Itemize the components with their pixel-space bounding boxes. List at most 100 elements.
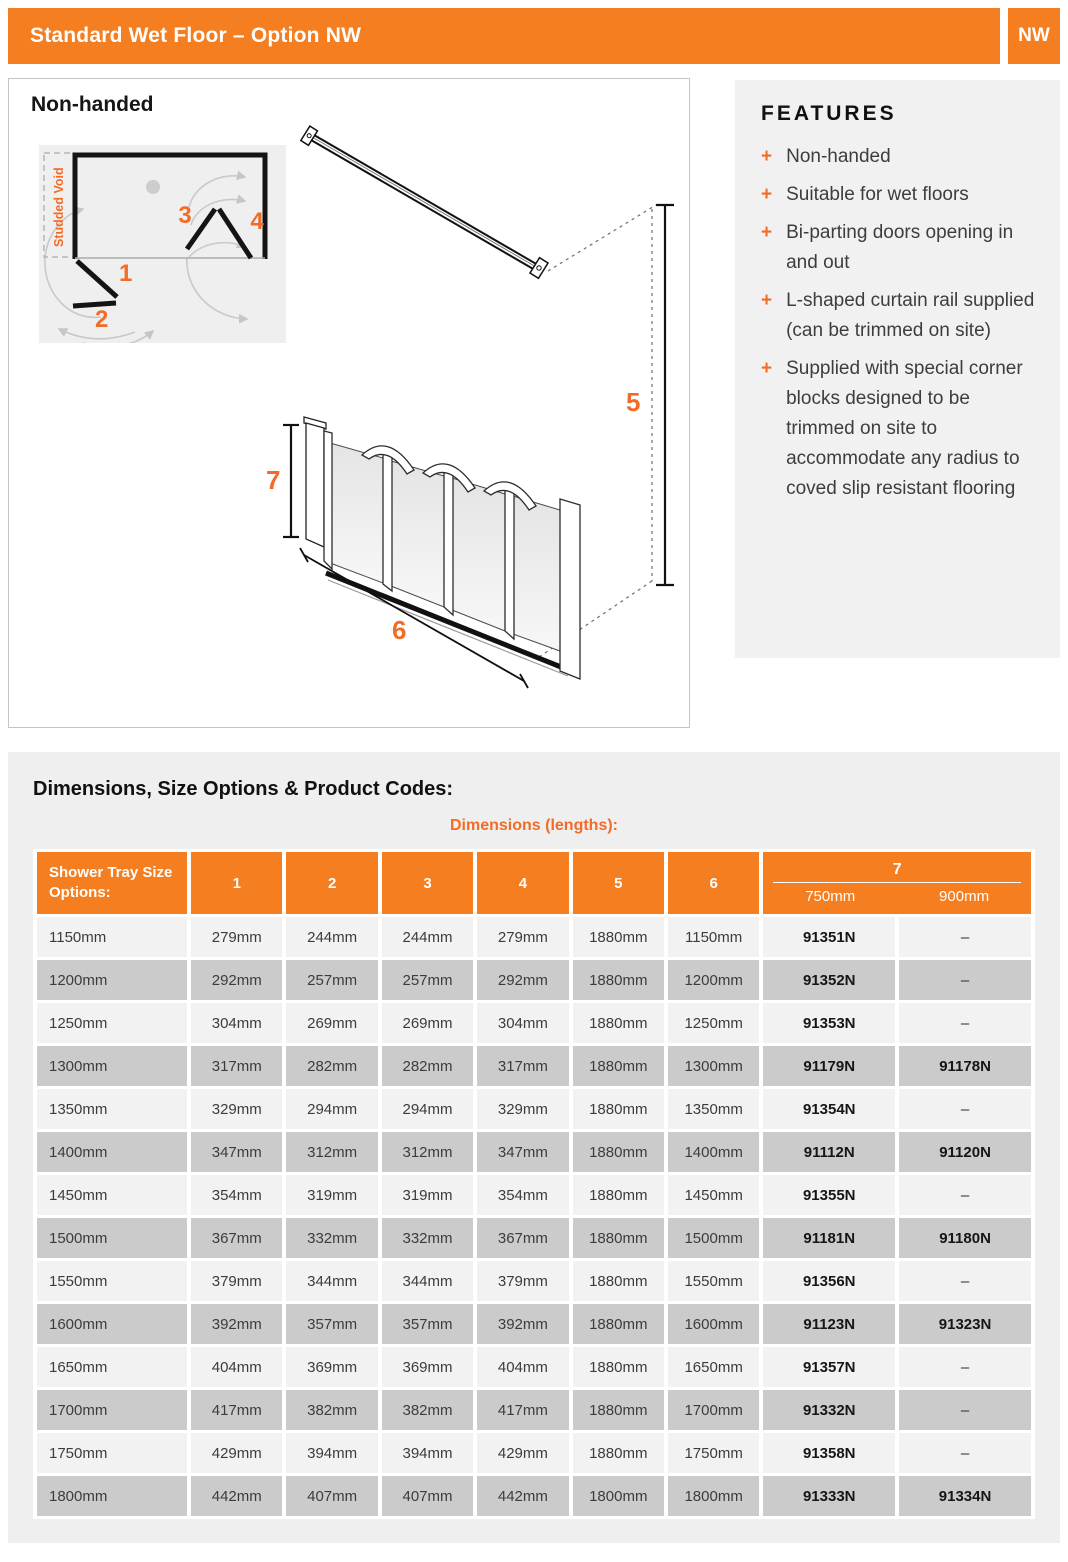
dimension-cell: 394mm <box>286 1433 378 1473</box>
dimension-cell: 332mm <box>286 1218 378 1258</box>
dimension-cell: 282mm <box>381 1046 474 1086</box>
enclosure-walls <box>72 152 268 259</box>
feature-text: Supplied with special corner blocks desi… <box>786 358 1023 500</box>
dimension-cell: 1880mm <box>572 1304 664 1344</box>
dimension-7-line <box>283 423 299 539</box>
dimension-cell: 279mm <box>191 917 283 957</box>
door-panels <box>72 207 254 309</box>
dimension-cell: 367mm <box>191 1218 283 1258</box>
tray-size-cell: 1700mm <box>37 1390 188 1430</box>
product-code-cell: 91357N <box>763 1347 896 1387</box>
dimension-cell: 354mm <box>477 1175 569 1215</box>
tray-column-header: Shower Tray Size Options: <box>37 852 188 914</box>
tray-size-cell: 1200mm <box>37 960 188 1000</box>
dimension-cell: 404mm <box>477 1347 569 1387</box>
dimension-cell: 317mm <box>477 1046 569 1086</box>
dimension-cell: 1880mm <box>572 917 664 957</box>
tray-size-cell: 1500mm <box>37 1218 188 1258</box>
drain-dot <box>146 180 160 194</box>
product-code-cell: 91353N <box>763 1003 896 1043</box>
product-code-cell: 91180N <box>899 1218 1031 1258</box>
dimension-cell: 442mm <box>477 1476 569 1516</box>
dimension-cell: 417mm <box>477 1390 569 1430</box>
dimension-cell: 367mm <box>477 1218 569 1258</box>
dimension-5-line <box>656 203 674 587</box>
feature-item: + Suitable for wet floors <box>761 180 1036 210</box>
projection-lines <box>535 204 657 660</box>
plus-bullet-icon: + <box>761 184 773 206</box>
isometric-svg: 5 7 <box>266 125 674 689</box>
dimension-cell: 257mm <box>381 960 474 1000</box>
dimension-cell: 357mm <box>286 1304 378 1344</box>
dimension-cell: 1880mm <box>572 960 664 1000</box>
dimension-cell: 417mm <box>191 1390 283 1430</box>
product-code-cell: 91351N <box>763 917 896 957</box>
dimension-cell: 304mm <box>191 1003 283 1043</box>
dimension-cell: 1800mm <box>667 1476 760 1516</box>
dimension-cell: 369mm <box>286 1347 378 1387</box>
dimension-cell: 392mm <box>191 1304 283 1344</box>
features-panel: FEATURES + Non-handed + Suitable for wet… <box>735 80 1060 658</box>
product-code-cell: 91352N <box>763 960 896 1000</box>
door2-label: 2 <box>95 306 108 333</box>
dimension-cell: 1250mm <box>667 1003 760 1043</box>
plan-view-svg: Studded Void 1 2 3 4 <box>43 152 268 347</box>
feature-item: + Non-handed <box>761 142 1036 172</box>
plus-bullet-icon: + <box>761 290 773 312</box>
dimension-cell: 344mm <box>286 1261 378 1301</box>
tray-size-cell: 1550mm <box>37 1261 188 1301</box>
plus-bullet-icon: + <box>761 358 773 380</box>
product-code-cell: 91179N <box>763 1046 896 1086</box>
dimension-cell: 1880mm <box>572 1089 664 1129</box>
dimension-cell: 1880mm <box>572 1218 664 1258</box>
dimension-cell: 244mm <box>381 917 474 957</box>
product-code-cell: – <box>899 960 1031 1000</box>
dimension-cell: 292mm <box>477 960 569 1000</box>
dimension-cell: 1880mm <box>572 1175 664 1215</box>
tray-size-cell: 1350mm <box>37 1089 188 1129</box>
page-header-bar: Standard Wet Floor – Option NW <box>8 8 1000 64</box>
product-code-cell: – <box>899 917 1031 957</box>
table-subheading: Dimensions (lengths): <box>449 817 618 834</box>
product-code-cell: – <box>899 1089 1031 1129</box>
feature-item: + Supplied with special corner blocks de… <box>761 354 1036 504</box>
dimension-cell: 1880mm <box>572 1433 664 1473</box>
dimension-cell: 347mm <box>477 1132 569 1172</box>
dimension-cell: 1880mm <box>572 1003 664 1043</box>
dimension-cell: 394mm <box>381 1433 474 1473</box>
tray-size-cell: 1450mm <box>37 1175 188 1215</box>
product-code-cell: 91178N <box>899 1046 1031 1086</box>
feature-text: L-shaped curtain rail supplied (can be t… <box>786 290 1035 342</box>
dimension-cell: 1650mm <box>667 1347 760 1387</box>
product-code-cell: – <box>899 1347 1031 1387</box>
product-code-cell: 91120N <box>899 1132 1031 1172</box>
option-code-badge: NW <box>1008 8 1060 64</box>
studded-void-label: Studded Void <box>52 167 66 247</box>
dimension-cell: 379mm <box>477 1261 569 1301</box>
dimension-cell: 1300mm <box>667 1046 760 1086</box>
features-title: FEATURES <box>761 102 897 125</box>
dimension-cell: 317mm <box>191 1046 283 1086</box>
plus-bullet-icon: + <box>761 222 773 244</box>
tray-size-cell: 1750mm <box>37 1433 188 1473</box>
feature-text: Bi-parting doors opening in and out <box>786 222 1014 274</box>
product-code-cell: – <box>899 1175 1031 1215</box>
dimension-cell: 294mm <box>286 1089 378 1129</box>
table-header-row: Shower Tray Size Options: 1 2 3 4 5 6 7 … <box>37 852 1031 914</box>
dimension-cell: 269mm <box>381 1003 474 1043</box>
product-code-cell: 91358N <box>763 1433 896 1473</box>
dimension-cell: 429mm <box>191 1433 283 1473</box>
dimension-cell: 357mm <box>381 1304 474 1344</box>
dimension-cell: 332mm <box>381 1218 474 1258</box>
dimension-cell: 404mm <box>191 1347 283 1387</box>
dimension-cell: 1700mm <box>667 1390 760 1430</box>
dim5-label: 5 <box>626 387 640 417</box>
